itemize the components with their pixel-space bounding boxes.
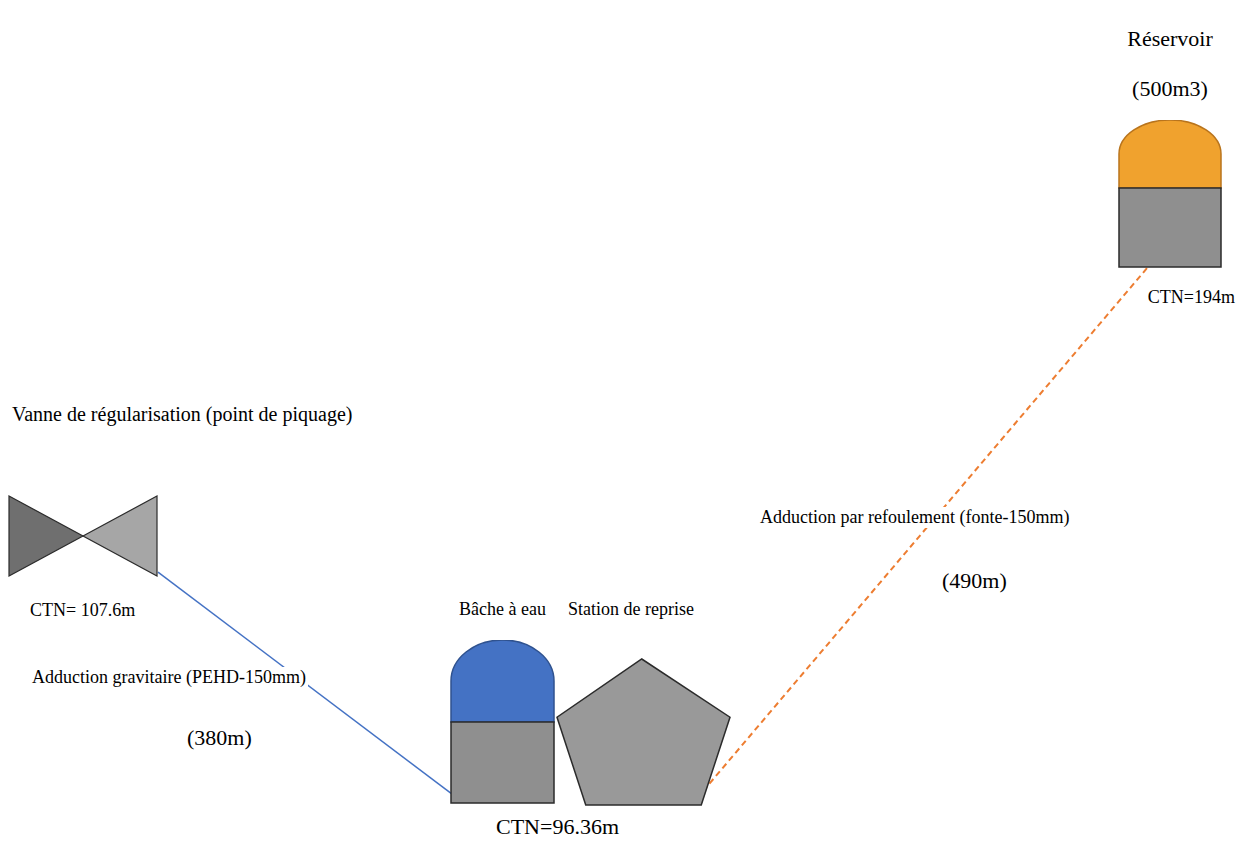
pumping-pipe — [703, 268, 1147, 791]
pump-station-shape — [557, 659, 730, 805]
regulation-valve: Vanne de régularisation (point de piquag… — [8, 400, 448, 621]
elevation-label: CTN= 107.6m — [30, 599, 135, 621]
length-label: (490m) — [940, 568, 1009, 594]
pipe-label: Adduction gravitaire (PEHD-150mm) — [30, 667, 308, 688]
tank-dome — [1119, 120, 1221, 188]
tank-symbol — [1118, 120, 1222, 268]
valve-right-cone — [83, 496, 157, 576]
elevation-label: CTN=194m — [1148, 286, 1235, 308]
reservoir: Réservoir (500m3) CTN=194m — [1105, 14, 1235, 308]
pump-station: Station de reprise — [556, 597, 778, 806]
node-title: Bâche à eau — [459, 597, 546, 621]
tank-body — [1119, 188, 1221, 267]
tank-dome — [451, 640, 554, 722]
tank-body — [451, 722, 554, 803]
node-title: Vanne de régularisation (point de piquag… — [12, 400, 352, 428]
node-title: Réservoir (500m3) — [1105, 14, 1235, 114]
valve-symbol — [8, 495, 158, 577]
node-title: Station de reprise — [568, 597, 694, 621]
tank-symbol — [450, 640, 555, 804]
pentagon-symbol — [556, 658, 731, 806]
water-tank: Bâche à eau — [449, 597, 556, 804]
valve-left-cone — [9, 496, 83, 576]
elevation-label: CTN=96.36m — [494, 814, 621, 840]
pipe-label: Adduction par refoulement (fonte-150mm) — [758, 507, 1071, 528]
length-label: (380m) — [185, 725, 254, 751]
